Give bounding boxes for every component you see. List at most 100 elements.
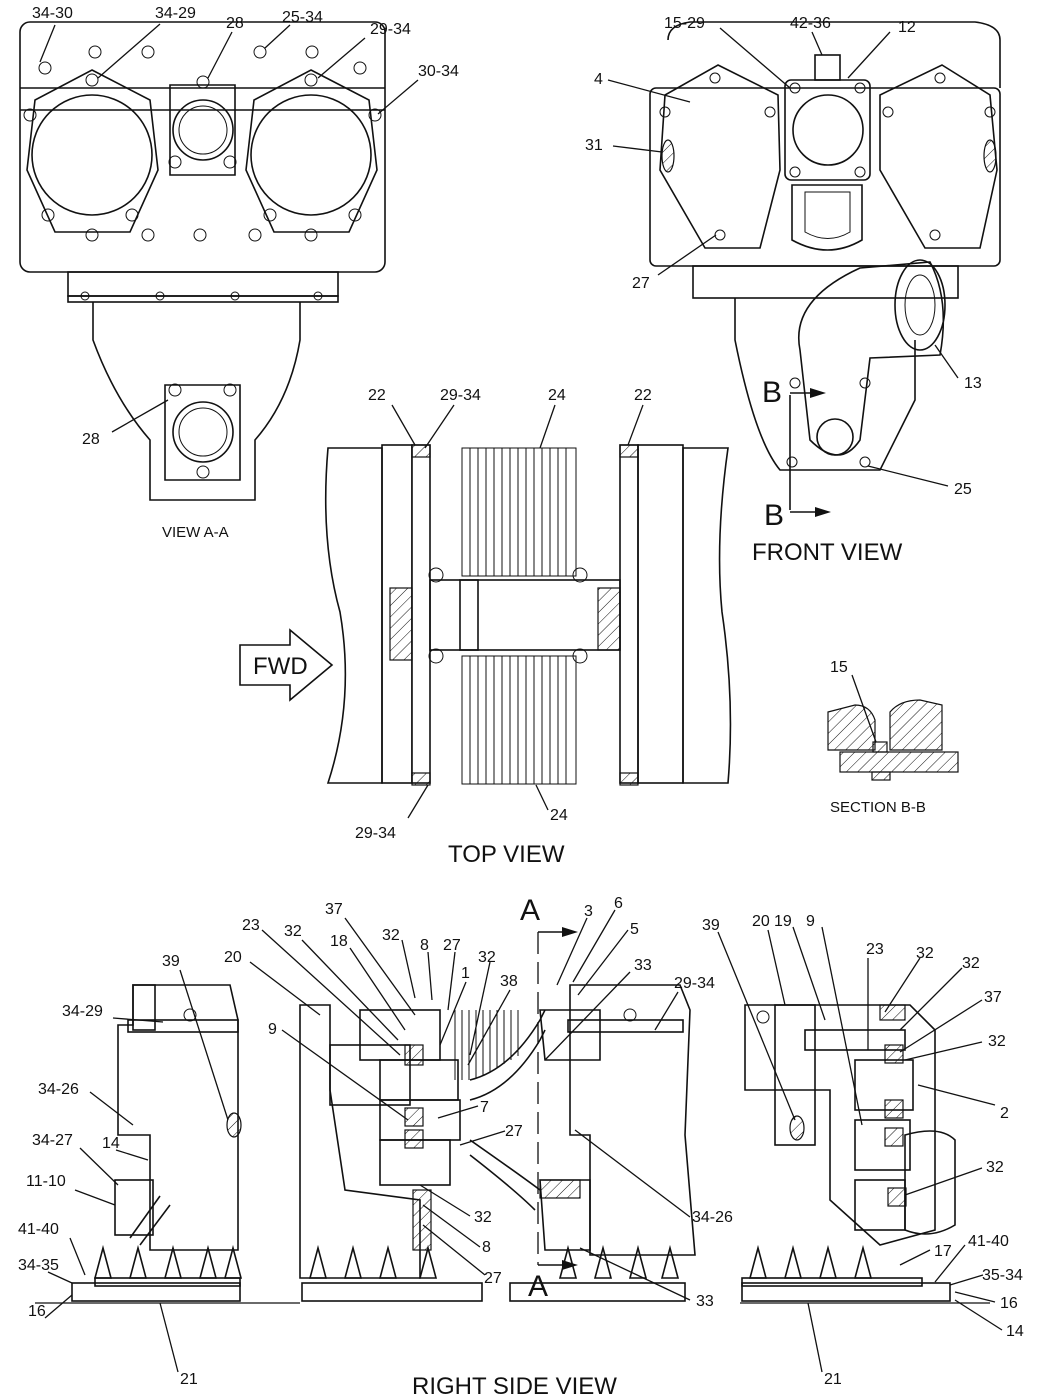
label-front-13: 13 — [964, 375, 982, 392]
view-aa-drawing — [19, 21, 386, 501]
section-marker-a-upper: A — [520, 894, 540, 927]
label-side-20-right: 20 — [752, 913, 770, 930]
section-marker-a-lower: A — [528, 1270, 548, 1303]
section-marker-b-lower: B — [764, 499, 784, 532]
label-side-32-mid-b: 32 — [382, 927, 400, 944]
middle-bellows — [454, 1010, 519, 1080]
label-side-37-mid: 37 — [325, 901, 343, 918]
label-side-35-34: 35-34 — [982, 1267, 1023, 1284]
label-top-29-34-upper: 29-34 — [440, 387, 481, 404]
label-side-34-26-left: 34-26 — [38, 1081, 79, 1098]
front-view-title: FRONT VIEW — [752, 539, 903, 566]
view-aa-title: VIEW A-A — [162, 524, 229, 541]
label-side-29-34: 29-34 — [674, 975, 715, 992]
label-top-29-34-lower: 29-34 — [355, 825, 396, 842]
label-aa-34-30: 34-30 — [32, 5, 73, 22]
spike-row-middle — [308, 1244, 680, 1279]
top-view-title: TOP VIEW — [448, 841, 565, 868]
label-side-32-mid-d: 32 — [474, 1209, 492, 1226]
right-side-view-title: RIGHT SIDE VIEW — [412, 1373, 617, 1400]
label-side-20-left: 20 — [224, 949, 242, 966]
right-side-view-labels: 39 20 34-29 34-26 34-27 14 11-10 41-40 3… — [18, 894, 1024, 1400]
label-side-14-right: 14 — [1006, 1323, 1024, 1340]
view-aa-leaders — [39, 23, 419, 433]
section-bb-labels: 15 SECTION B-B — [830, 659, 926, 816]
label-side-41-40-right: 41-40 — [968, 1233, 1009, 1250]
label-aa-34-29: 34-29 — [155, 5, 196, 22]
label-side-27-mid: 27 — [505, 1123, 523, 1140]
label-top-24-lower: 24 — [550, 807, 568, 824]
section-bb-leaders — [851, 674, 877, 743]
label-side-33-lower: 33 — [696, 1293, 714, 1310]
label-side-3: 3 — [584, 903, 593, 920]
front-view-labels: 15-29 42-36 12 4 31 27 13 25 B B FRONT V… — [585, 15, 982, 566]
label-side-14-left: 14 — [102, 1135, 120, 1152]
label-side-32-mid-a: 32 — [284, 923, 302, 940]
label-side-41-40-left: 41-40 — [18, 1221, 59, 1238]
label-aa-28-lower: 28 — [82, 431, 100, 448]
label-front-42-36: 42-36 — [790, 15, 831, 32]
label-side-32-right-d: 32 — [986, 1159, 1004, 1176]
label-side-37-right: 37 — [984, 989, 1002, 1006]
label-side-5: 5 — [630, 921, 639, 938]
label-front-27: 27 — [632, 275, 650, 292]
label-side-17: 17 — [934, 1243, 952, 1260]
label-front-25: 25 — [954, 481, 972, 498]
label-side-8-upper: 8 — [420, 937, 429, 954]
label-side-1: 1 — [461, 965, 470, 982]
right-side-view-drawing — [35, 927, 990, 1304]
label-side-32-right-a: 32 — [916, 945, 934, 962]
label-top-24-upper: 24 — [548, 387, 566, 404]
spike-row-right — [748, 1244, 873, 1279]
spike-row-left — [93, 1244, 243, 1279]
label-front-15-29: 15-29 — [664, 15, 705, 32]
label-side-9-mid: 9 — [268, 1021, 277, 1038]
label-side-23-mid: 23 — [242, 917, 260, 934]
label-side-34-35: 34-35 — [18, 1257, 59, 1274]
label-aa-29-34: 29-34 — [370, 21, 411, 38]
label-side-11-10: 11-10 — [26, 1173, 66, 1190]
top-view-leaders — [391, 404, 644, 819]
label-side-19: 19 — [774, 913, 792, 930]
label-side-16-right: 16 — [1000, 1295, 1018, 1312]
label-side-27-lower: 27 — [484, 1270, 502, 1287]
bellows-upper — [461, 447, 577, 577]
label-side-34-27: 34-27 — [32, 1132, 73, 1149]
label-aa-28: 28 — [226, 15, 244, 32]
label-side-32-right-c: 32 — [988, 1033, 1006, 1050]
section-bb-drawing — [827, 699, 959, 781]
label-side-23-right: 23 — [866, 941, 884, 958]
label-side-27-upper: 27 — [443, 937, 461, 954]
front-view-drawing — [649, 21, 1001, 517]
label-side-2: 2 — [1000, 1105, 1009, 1122]
label-aa-25-34: 25-34 — [282, 9, 323, 26]
top-view-drawing — [239, 444, 732, 786]
label-aa-30-34: 30-34 — [418, 63, 459, 80]
label-side-21-right: 21 — [824, 1371, 842, 1388]
label-side-34-29: 34-29 — [62, 1003, 103, 1020]
label-side-32-right-b: 32 — [962, 955, 980, 972]
label-side-39-left: 39 — [162, 953, 180, 970]
label-front-4: 4 — [594, 71, 603, 88]
label-front-12: 12 — [898, 19, 916, 36]
label-side-38: 38 — [500, 973, 518, 990]
fwd-arrow-label: FWD — [253, 653, 308, 680]
label-side-39-right: 39 — [702, 917, 720, 934]
label-front-31: 31 — [585, 137, 603, 154]
label-side-32-mid-c: 32 — [478, 949, 496, 966]
label-section-15: 15 — [830, 659, 848, 676]
top-view-labels: 22 29-34 24 22 29-34 24 FWD TOP VIEW — [253, 387, 652, 868]
label-side-18: 18 — [330, 933, 348, 950]
label-side-6: 6 — [614, 895, 623, 912]
bellows-lower — [461, 655, 577, 785]
section-bb-title: SECTION B-B — [830, 799, 926, 816]
label-side-34-26-mid: 34-26 — [692, 1209, 733, 1226]
label-top-22-right: 22 — [634, 387, 652, 404]
front-view-leaders — [607, 27, 959, 487]
view-aa-labels: 34-30 34-29 28 25-34 29-34 30-34 28 VIEW… — [32, 5, 459, 541]
label-side-21-left: 21 — [180, 1371, 198, 1388]
label-side-16-left: 16 — [28, 1303, 46, 1320]
right-side-view-leaders — [44, 909, 1003, 1373]
label-side-7: 7 — [480, 1099, 489, 1116]
